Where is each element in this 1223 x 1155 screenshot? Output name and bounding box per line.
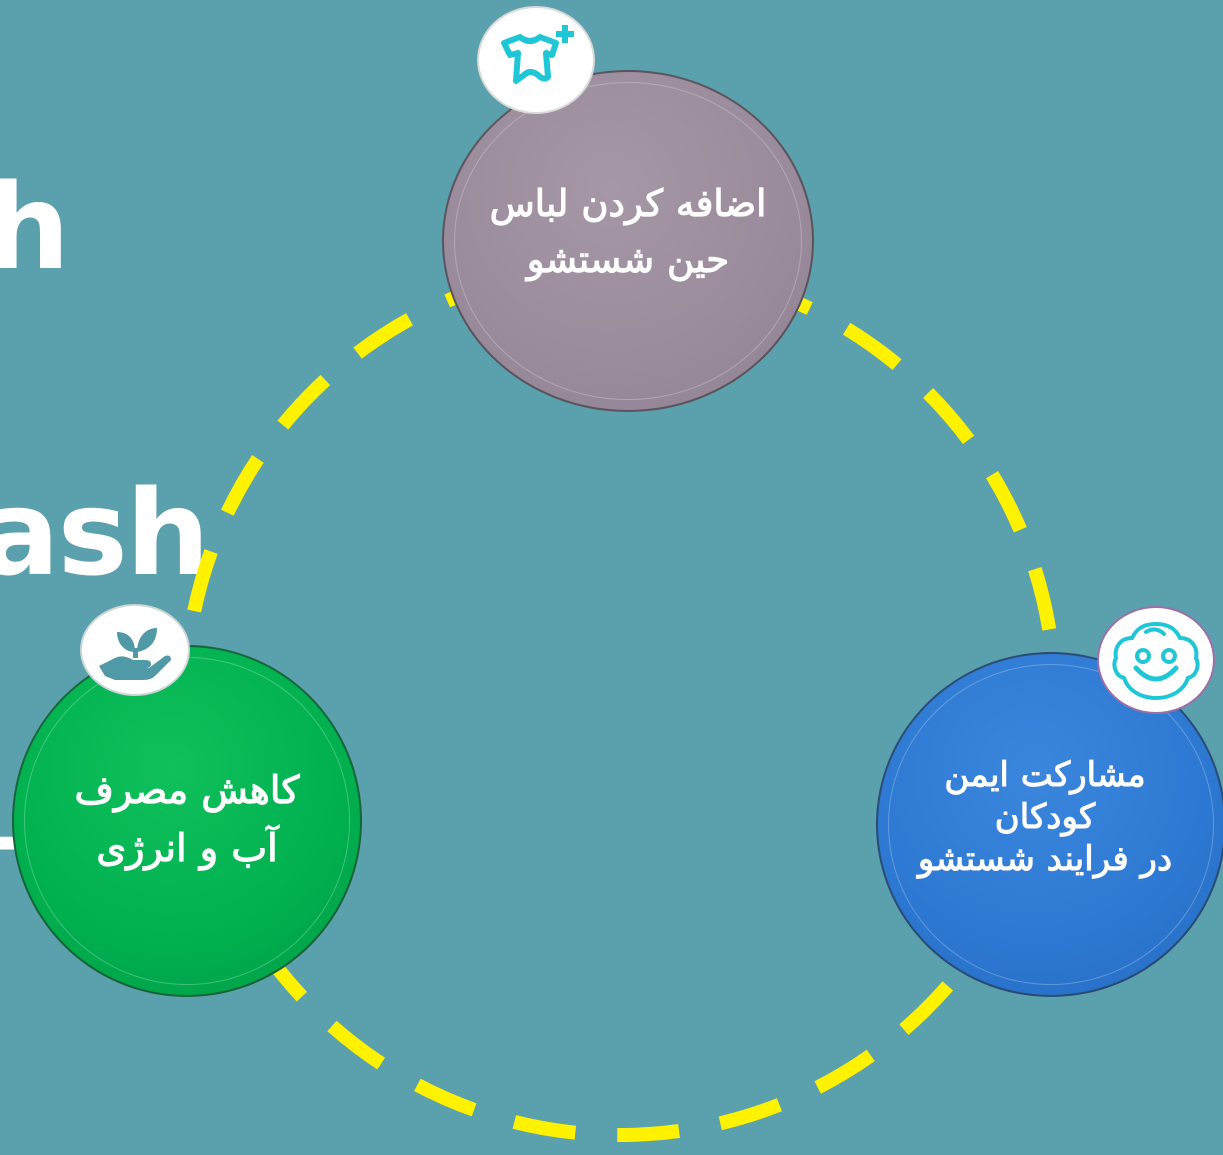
node-add-clothes-line-2: حین شستشو [526,237,730,281]
slide-title-fragment: h ash - [0,0,210,1094]
shirt-plus-badge [477,6,595,114]
node-reduce-consumption-line-2: آب و انرژی [96,825,278,870]
node-reduce-consumption: کاهش مصرف آب و انرژی [12,645,362,997]
node-add-clothes: اضافه کردن لباس حین شستشو [442,70,814,412]
title-line-1: h [0,158,70,296]
shirt-plus-icon [501,25,574,84]
title-line-2: ash [0,464,210,602]
baby-face-icon [1112,621,1200,701]
node-reduce-consumption-label: کاهش مصرف آب و انرژی [74,761,299,877]
hand-sprout-badge [80,604,190,696]
node-child-safety-line-1: مشارکت ایمن [944,754,1146,795]
node-reduce-consumption-line-1: کاهش مصرف [74,767,300,812]
node-child-safety-line-2: کودکان [994,796,1096,837]
node-add-clothes-label: اضافه کردن لباس حین شستشو [490,175,767,287]
hand-sprout-icon [99,628,171,680]
node-child-safety-line-3: در فرایند شستشو [917,838,1173,879]
node-child-safety-label: مشارکت ایمن کودکان در فرایند شستشو [918,754,1172,880]
baby-face-badge [1097,606,1215,714]
node-add-clothes-line-1: اضافه کردن لباس [489,181,767,225]
